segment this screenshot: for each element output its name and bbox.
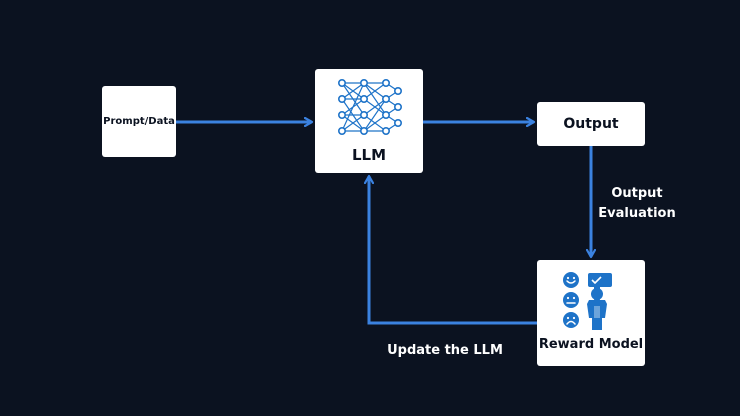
prompt-data-label: Prompt/Data: [103, 116, 175, 127]
neural-network-icon: [338, 79, 402, 135]
arrow-reward-to-llm: [369, 176, 537, 325]
update-llm-label: Update the LLM: [387, 343, 503, 358]
output-evaluation-label: Output Evaluation: [598, 186, 676, 221]
reward-model-node: Reward Model: [537, 260, 645, 366]
feedback-rating-icon: [563, 272, 612, 330]
output-label: Output: [563, 116, 619, 132]
reward-model-label: Reward Model: [538, 337, 644, 352]
llm-node: LLM: [315, 69, 423, 173]
llm-label: LLM: [351, 146, 387, 164]
output-node: Output: [537, 102, 645, 146]
prompt-data-node: Prompt/Data: [102, 86, 176, 157]
